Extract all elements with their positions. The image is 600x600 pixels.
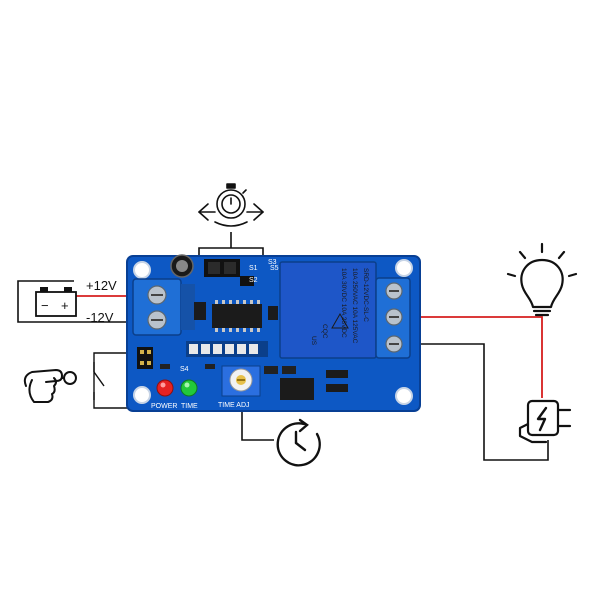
- status-leds: [156, 379, 198, 397]
- label-s3: S3: [268, 259, 277, 266]
- output-terminal-block: [375, 277, 411, 359]
- hand-pressing-button-icon: [23, 369, 77, 403]
- smd-chip: [194, 302, 206, 320]
- battery-minus-sign: −: [41, 298, 49, 313]
- resistor: [326, 384, 348, 392]
- battery-plus-sign: +: [61, 298, 69, 313]
- label-s4: S4: [180, 366, 189, 373]
- power-plug-icon: [518, 399, 572, 444]
- supply-positive-label: +12V: [86, 278, 117, 293]
- label-power: POWER: [151, 403, 177, 410]
- diode: [326, 370, 348, 378]
- relay-module-board: S1 S2 S5: [126, 254, 421, 412]
- relay: SRD-12VDC-SL-C 10A 250VAC 10A 125VAC 10A…: [279, 261, 377, 359]
- label-time-adj: TIME ADJ: [218, 402, 250, 409]
- transistor: [268, 306, 278, 320]
- time-adjust-potentiometer: [221, 365, 261, 397]
- label-time: TIME: [181, 403, 198, 410]
- stopwatch-with-arrows-icon: [198, 183, 264, 227]
- label-s5: S5: [270, 265, 279, 272]
- timer-ic: [212, 300, 262, 332]
- relay-ul-mark: US: [310, 336, 317, 346]
- dip-switches: [186, 341, 268, 357]
- load-wire-neutral: [394, 343, 549, 461]
- input-terminal-block: [132, 278, 195, 336]
- light-bulb-icon: [506, 242, 578, 317]
- mosfet: [280, 378, 314, 400]
- jumper-headers: [204, 259, 254, 286]
- power-led: [156, 379, 174, 397]
- relay-brand: CQC: [321, 324, 328, 339]
- time-led: [180, 379, 198, 397]
- battery-icon: − +: [35, 287, 77, 317]
- capacitor: [170, 254, 194, 278]
- clock-timer-icon: [276, 418, 321, 467]
- trigger-header: [137, 347, 153, 369]
- supply-negative-label: -12V: [86, 310, 114, 325]
- relay-rating-1: 10A 250VAC 10A 125VAC: [351, 268, 358, 344]
- label-s1: S1: [249, 265, 258, 272]
- relay-model: SRD-12VDC-SL-C: [362, 268, 369, 322]
- label-s2: S2: [249, 277, 258, 284]
- relay-rating-2: 10A 30VDC 10A 28VDC: [340, 268, 347, 338]
- load-wire-positive: [394, 316, 543, 398]
- smd-components: [160, 364, 296, 374]
- mounting-holes: [133, 259, 413, 405]
- supply-wire-frame: [17, 280, 132, 323]
- trigger-wire: [93, 352, 135, 409]
- trigger-switch-icon: [93, 362, 105, 400]
